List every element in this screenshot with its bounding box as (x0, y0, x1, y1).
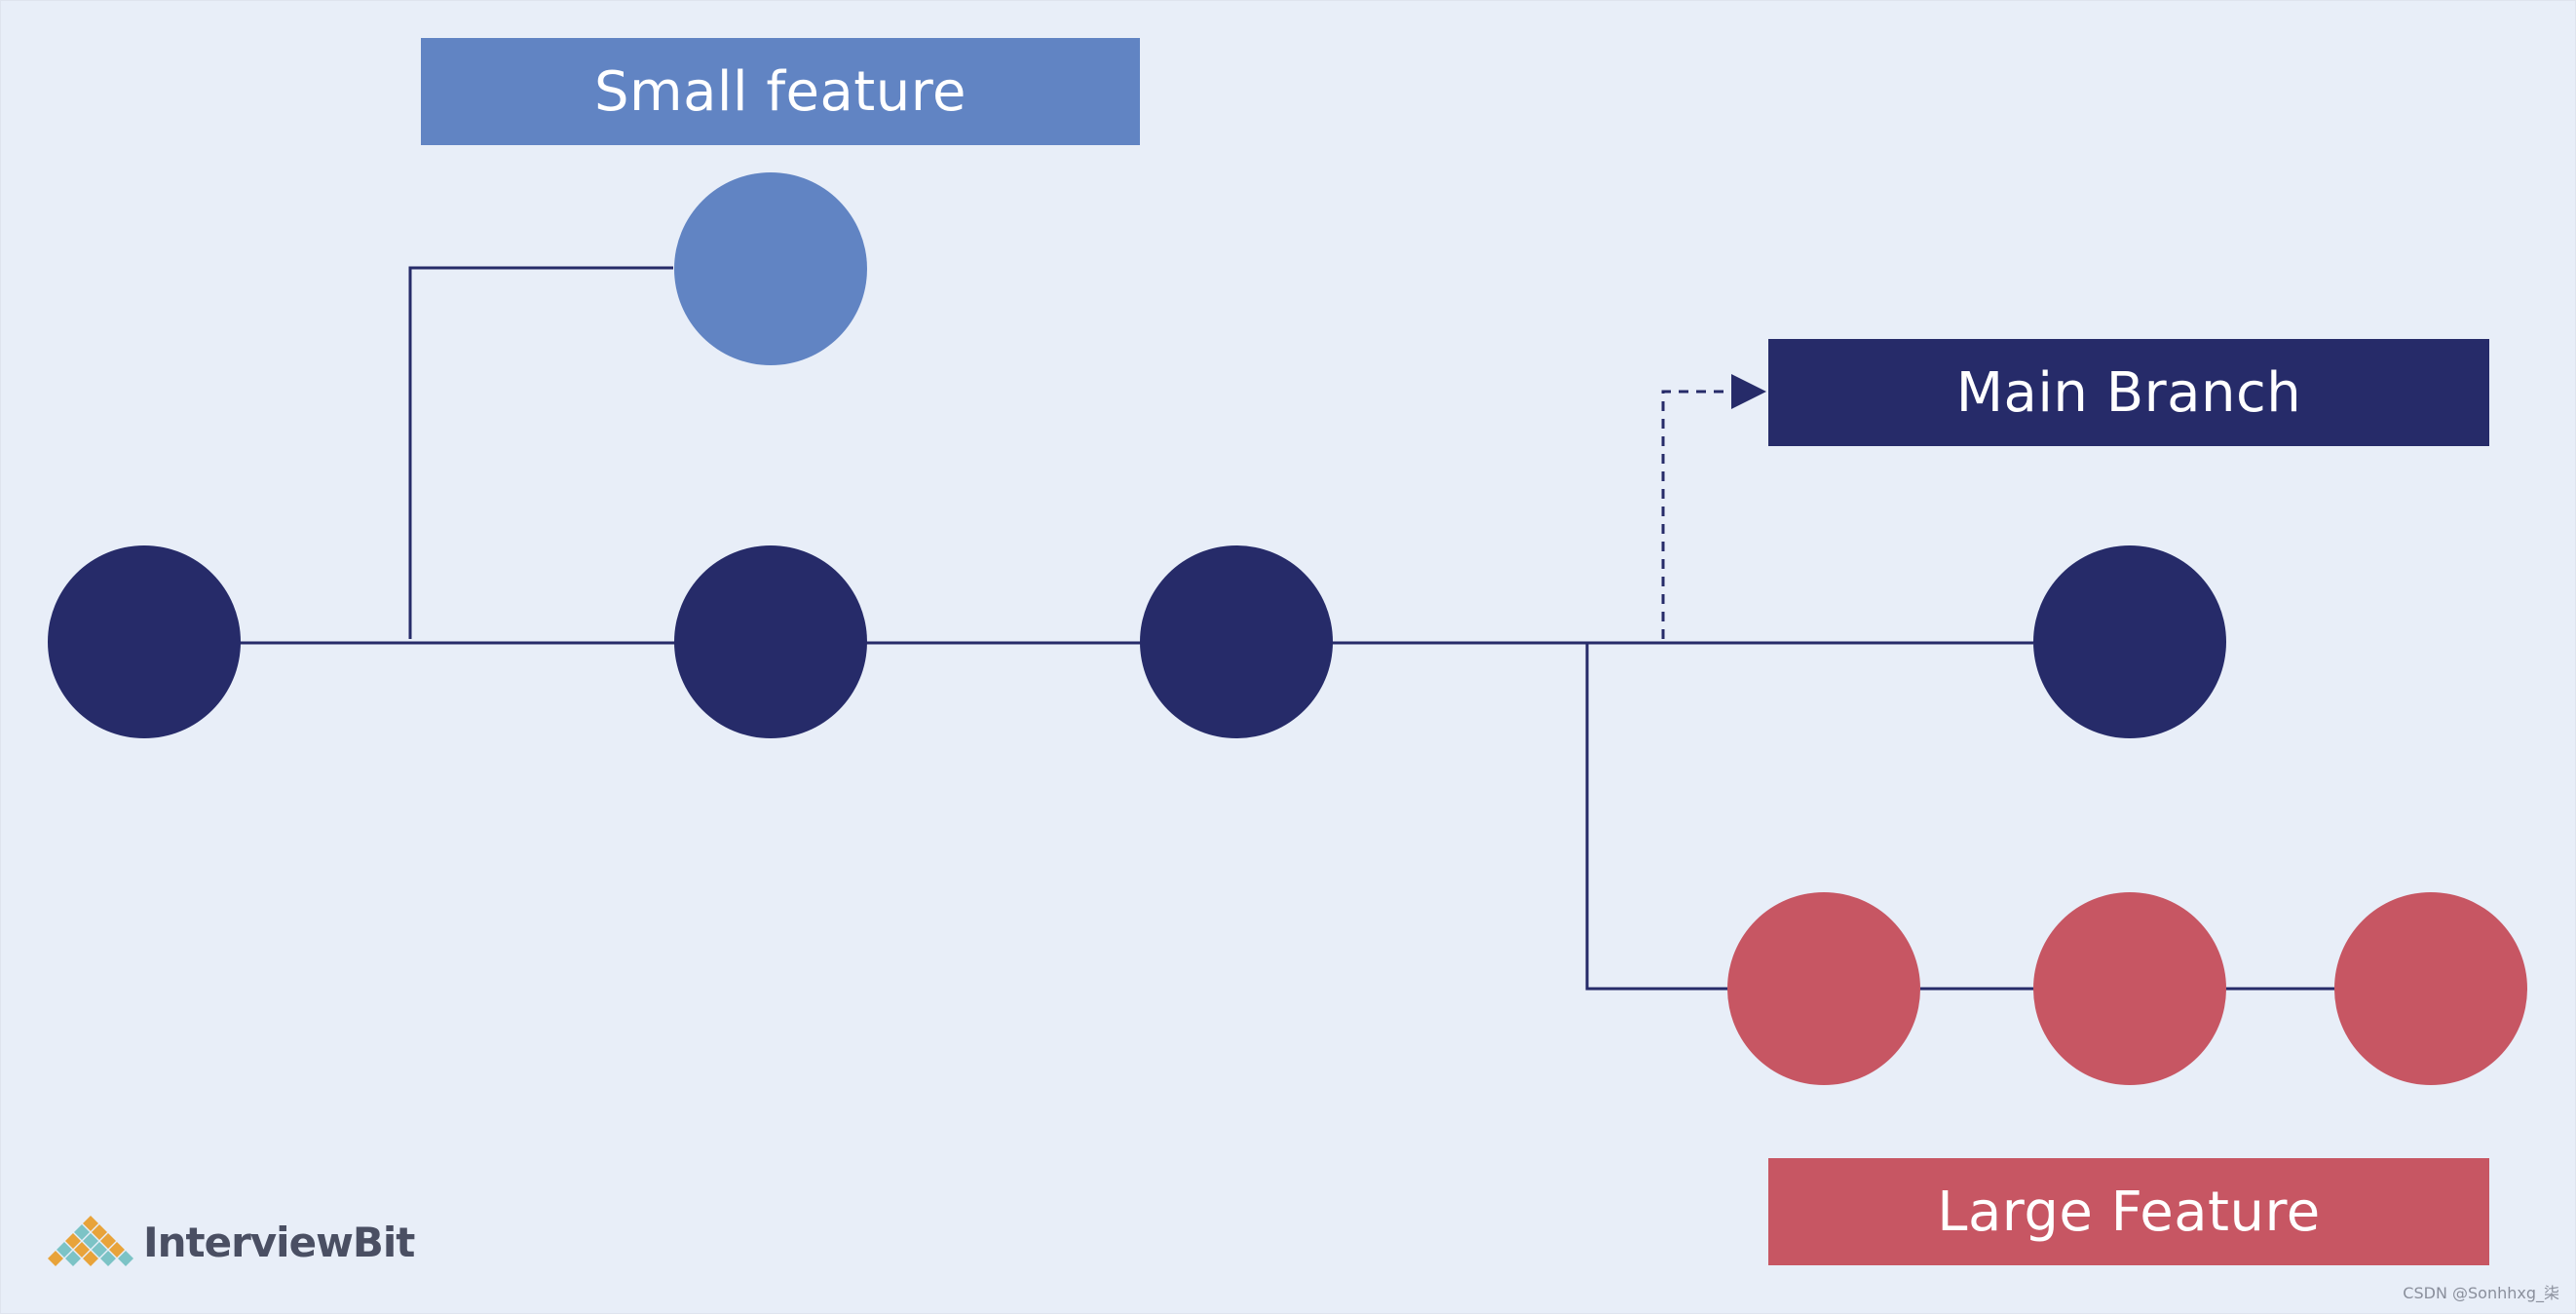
large-feature-label: Large Feature (1768, 1158, 2489, 1265)
small-feature-commit-node (674, 172, 867, 365)
large-feature-commit-node (1727, 892, 1920, 1085)
small-feature-label: Small feature (421, 38, 1140, 145)
watermark: CSDN @Sonhhxg_柒 (2403, 1284, 2559, 1302)
large-feature-commit-node (2334, 892, 2527, 1085)
main-branch-pointer (1661, 374, 1766, 639)
large-feature-commit-node (2033, 892, 2226, 1085)
main-commit-node (1140, 545, 1333, 738)
main-commit-node (674, 545, 867, 738)
large-feature-label-text: Large Feature (1937, 1180, 2321, 1244)
diamond-grid-icon (48, 1216, 133, 1266)
main-commit-node (48, 545, 241, 738)
main-branch-label-text: Main Branch (1955, 360, 2302, 425)
logo-text: InterviewBit (143, 1218, 415, 1266)
large-feature-connector (1585, 643, 1727, 991)
interviewbit-logo: InterviewBit (46, 1214, 415, 1270)
main-commit-node (2033, 545, 2226, 738)
small-feature-label-text: Small feature (593, 59, 966, 124)
main-branch-label: Main Branch (1768, 339, 2489, 446)
small-feature-connector (408, 266, 673, 639)
